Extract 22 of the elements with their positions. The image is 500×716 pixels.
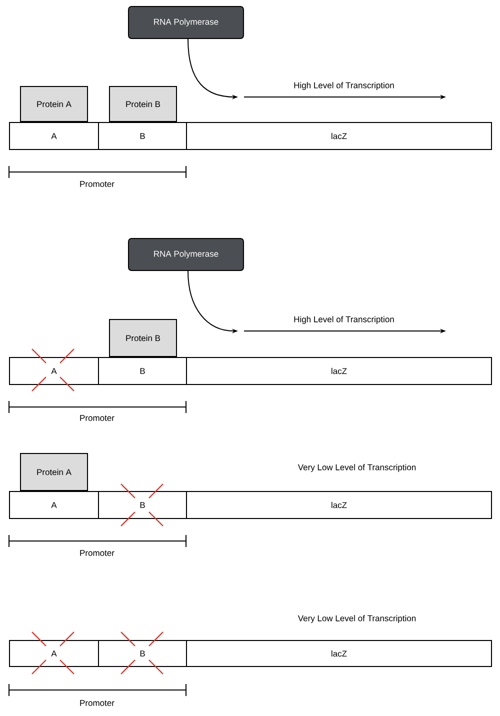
transcription-label: High Level of Transcription (294, 316, 394, 324)
polymerase-box: RNA Polymerase (128, 6, 244, 40)
transcription-label: High Level of Transcription (294, 82, 394, 90)
bracket-label: Promoter (80, 700, 114, 706)
gene-segment: A (9, 122, 99, 150)
gene-segment: B (98, 491, 187, 519)
gene-segment: B (98, 122, 187, 150)
gene-segment: A (9, 640, 99, 667)
protein-box: Protein A (20, 86, 88, 122)
bracket-label: Promoter (80, 181, 114, 187)
transcription-label: Very Low Level of Transcription (298, 464, 416, 472)
gene-segment: B (98, 357, 187, 385)
protein-box: Protein B (109, 319, 177, 357)
gene-segment: A (9, 491, 99, 519)
protein-box: Protein A (20, 453, 88, 491)
gene-segment: A (9, 357, 99, 385)
bracket-label: Promoter (80, 550, 114, 556)
bracket-label: Promoter (80, 415, 114, 421)
polymerase-box: RNA Polymerase (128, 238, 244, 271)
transcription-label: Very Low Level of Transcription (298, 615, 416, 623)
gene-segment: B (98, 640, 187, 667)
protein-box: Protein B (109, 86, 177, 122)
